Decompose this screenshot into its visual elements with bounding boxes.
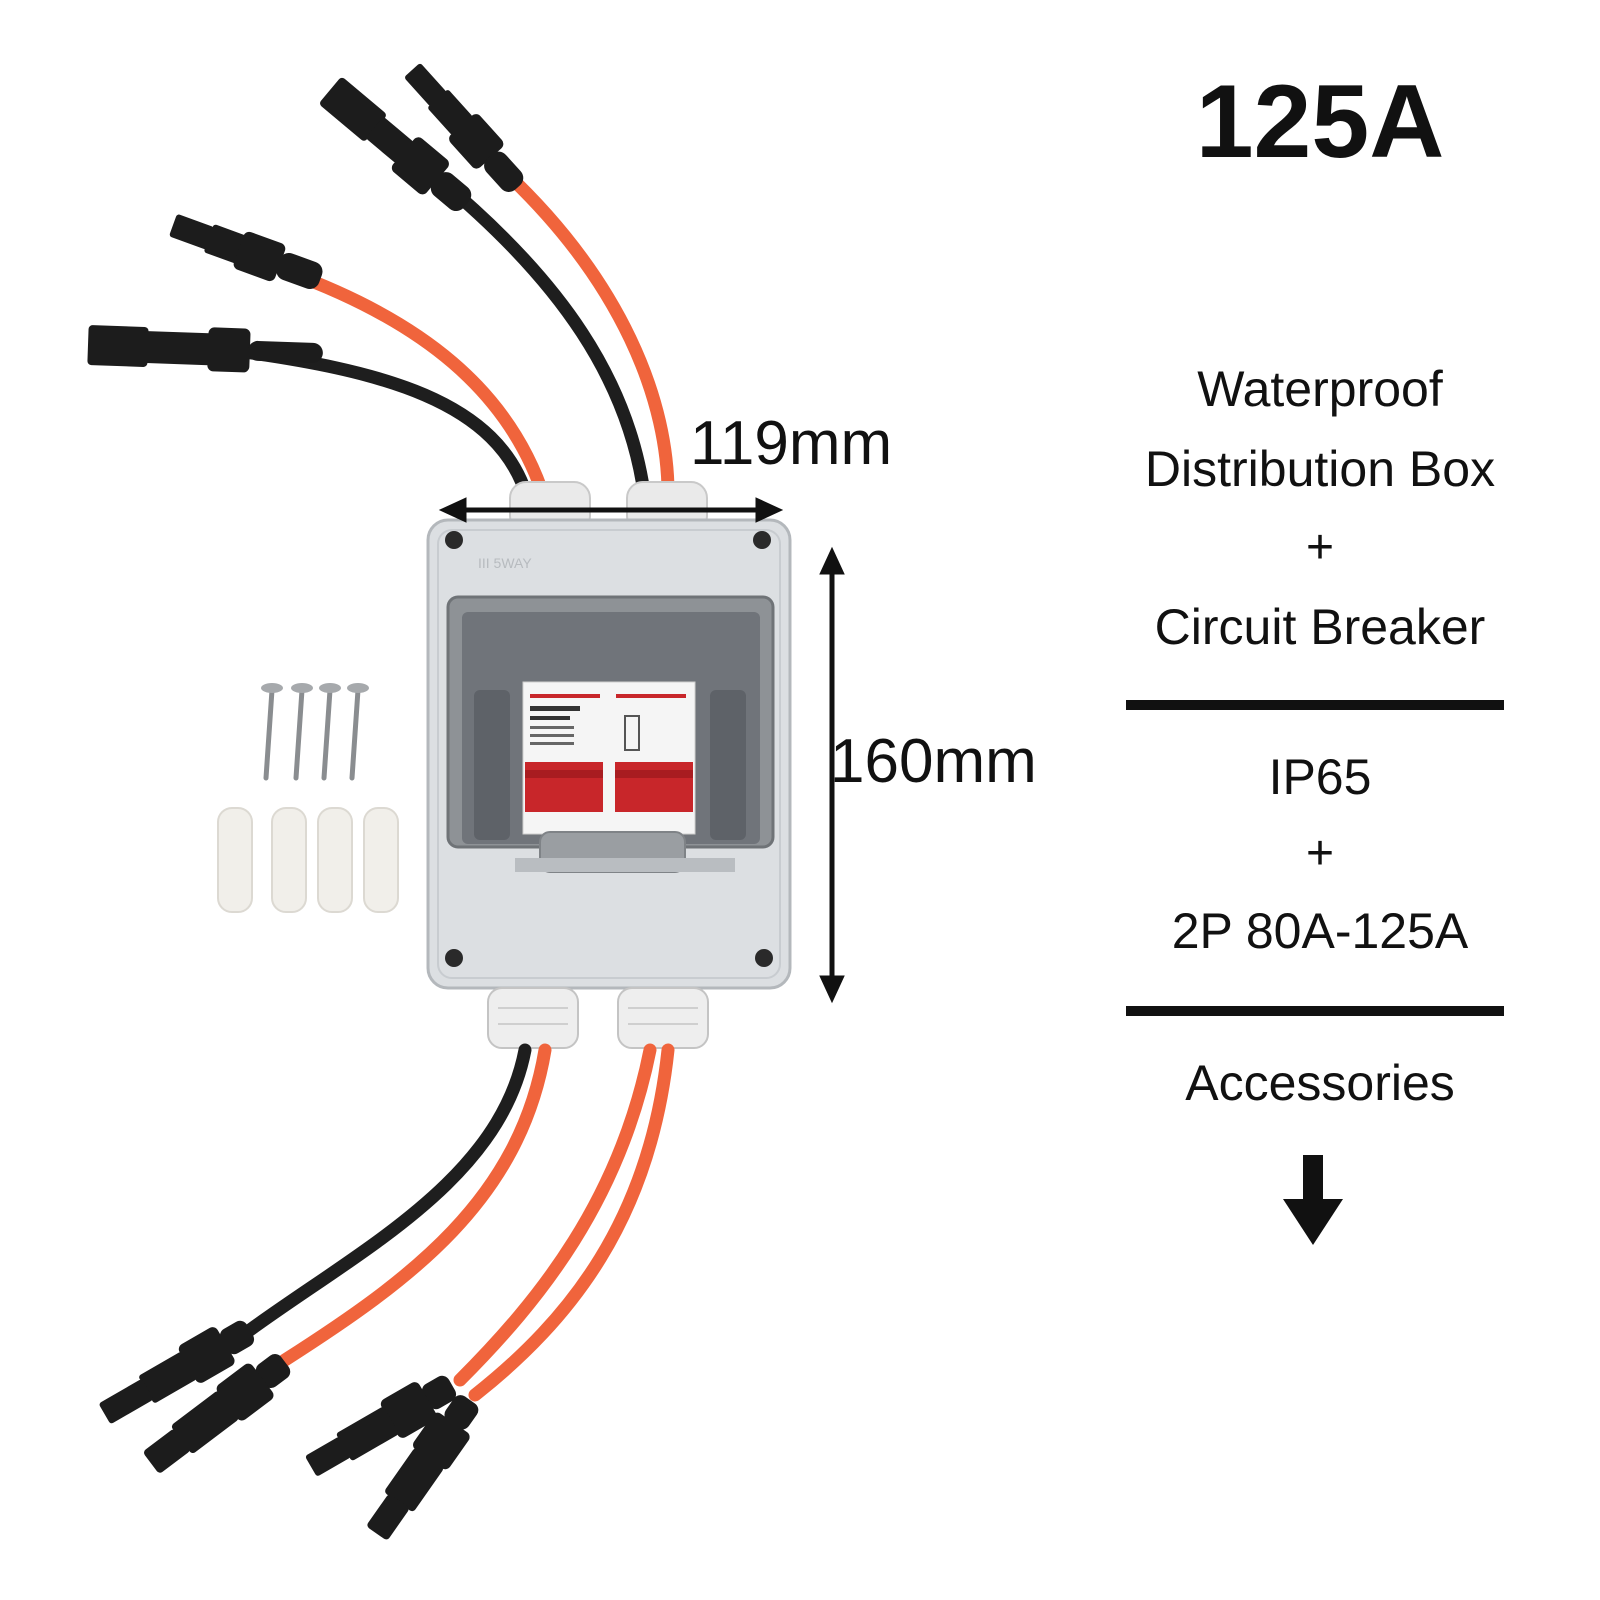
bottom-cables <box>243 1043 675 1402</box>
accessory-wall-plugs <box>217 807 399 913</box>
divider-2 <box>1126 1006 1504 1016</box>
divider-1 <box>1126 700 1504 710</box>
bottom-connectors <box>99 1320 479 1540</box>
spec-breaker-rating: 2P 80A-125A <box>1171 903 1469 959</box>
accessory-screw-heads <box>261 683 369 693</box>
width-dimension-arrow <box>438 497 784 523</box>
svg-text:III 5WAY: III 5WAY <box>478 555 532 571</box>
spec-circuit-breaker: Circuit Breaker <box>1154 599 1486 655</box>
top-cables <box>223 165 675 507</box>
distribution-box: III 5WAY <box>426 481 792 1049</box>
down-arrow-icon <box>1283 1155 1343 1245</box>
rating-title: 125A <box>1195 64 1445 180</box>
spec-plus-2: + <box>1305 827 1335 880</box>
top-connectors <box>87 63 524 373</box>
spec-waterproof: Waterproof <box>1197 361 1443 417</box>
spec-accessories: Accessories <box>1185 1055 1455 1111</box>
height-label: 160mm <box>830 727 1037 796</box>
spec-ip65: IP65 <box>1268 749 1372 805</box>
accessory-screws <box>263 687 361 781</box>
circuit-breaker <box>522 681 696 835</box>
spec-distribution-box: Distribution Box <box>1144 441 1496 497</box>
spec-plus-1: + <box>1305 521 1335 574</box>
width-label: 119mm <box>690 409 893 478</box>
height-dimension-arrow <box>819 546 845 1004</box>
